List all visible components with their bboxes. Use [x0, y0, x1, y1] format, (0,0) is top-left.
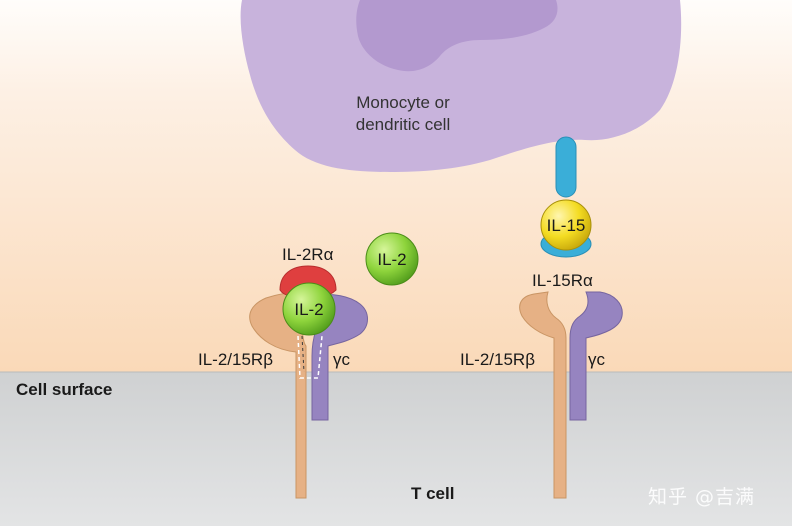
monocyte-cell: [240, 0, 682, 172]
cell-surface-label: Cell surface: [16, 380, 113, 399]
il2-bound-circle: [282, 282, 336, 336]
monocyte-label: Monocyte or dendritic cell: [330, 92, 476, 136]
gamma-label-right: γc: [588, 350, 605, 369]
il15-label: IL-15: [546, 216, 586, 235]
il2-bound-label: IL-2: [294, 300, 324, 319]
il2-15r-beta-chain-left: [249, 292, 307, 499]
il2r-alpha-label: IL-2Rα: [282, 245, 334, 264]
beta-label-right: IL-2/15Rβ: [460, 350, 535, 369]
il15-circle: [540, 199, 592, 251]
t-cell-label: T cell: [411, 484, 455, 503]
il2-free-label: IL-2: [377, 250, 407, 269]
t-cell-membrane: [0, 372, 792, 526]
il15r-alpha-stalk: [555, 136, 577, 198]
gamma-c-chain-right: [569, 291, 623, 421]
receptor-interface-outline-inner: [301, 335, 305, 373]
il2-free-circle: [365, 232, 419, 286]
watermark: 知乎 @吉满: [648, 486, 756, 508]
il2-15r-beta-chain-right: [519, 291, 567, 499]
receptor-interface-outline: [297, 335, 323, 379]
monocyte-label-line2: dendritic cell: [355, 115, 451, 134]
monocyte-label-line1: Monocyte or: [356, 93, 450, 112]
gamma-label-left: γc: [333, 350, 350, 369]
monocyte-nucleus: [356, 0, 558, 72]
il15r-alpha-label: IL-15Rα: [532, 271, 593, 290]
beta-label-left: IL-2/15Rβ: [198, 350, 273, 369]
